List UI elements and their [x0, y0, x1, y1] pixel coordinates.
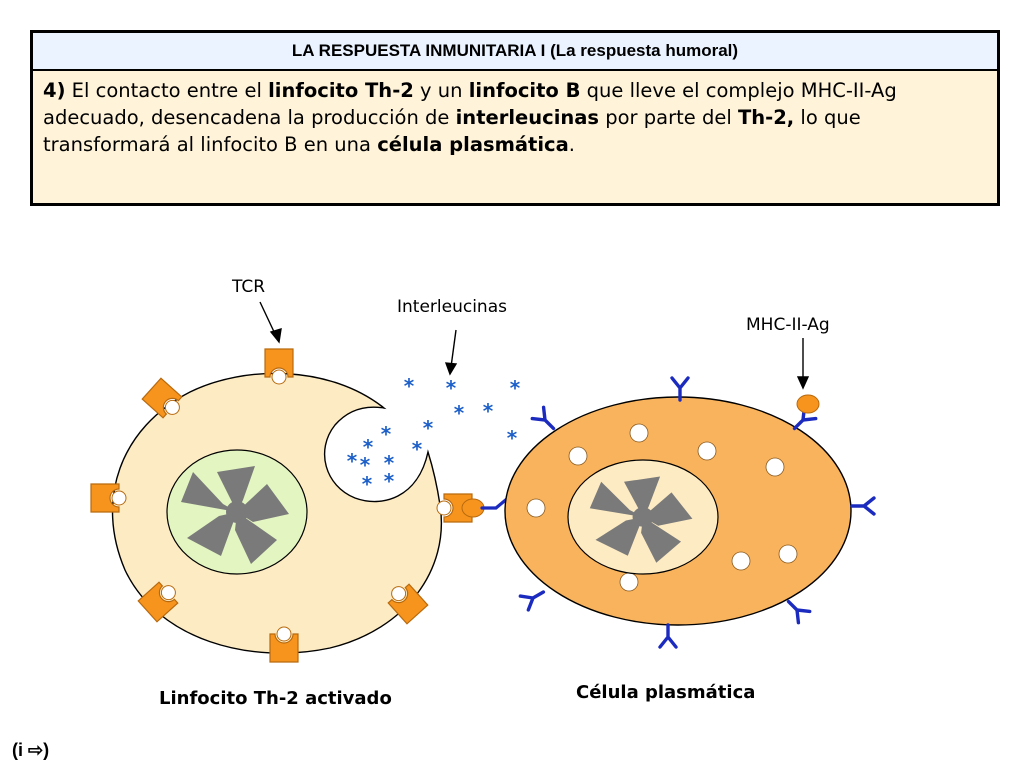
antibody-icon [518, 583, 550, 612]
desc-bold-5: célula plasmática [377, 133, 569, 156]
desc-text-4: por parte del [599, 106, 738, 129]
tcr-arrow-head [269, 328, 282, 344]
interleukin-asterisk-icon: * [510, 376, 521, 400]
interleukin-asterisk-icon: * [423, 416, 434, 440]
step-number: 4) [43, 79, 66, 102]
plasma-nucleus [567, 459, 719, 575]
interleukin-asterisk-icon: * [446, 376, 457, 400]
description-text: 4) El contacto entre el linfocito Th-2 y… [33, 71, 997, 158]
desc-text-6: . [568, 133, 575, 156]
vesicle [697, 441, 717, 461]
th2-nucleus [166, 449, 308, 575]
interleukins-label: Interleucinas [397, 297, 507, 317]
interleukin-asterisk-icon: * [381, 422, 392, 446]
plasma-vesicles [526, 423, 798, 592]
interleukin-asterisk-icon: * [384, 451, 395, 475]
interleukin-asterisk-icon: * [384, 469, 395, 493]
tcr-label: TCR [232, 277, 266, 297]
interleukin-asterisk-icon: * [412, 437, 423, 461]
antibody-icon [850, 496, 876, 516]
interleukin-asterisk-icon: * [362, 472, 373, 496]
interleukin-asterisk-icon: * [363, 435, 374, 459]
desc-text-1: El contacto entre el [65, 79, 269, 102]
pointer-arrows [259, 301, 810, 390]
vesicle [765, 457, 785, 477]
desc-text-3: que lleve el complejo MHC-II-Ag adecuado… [43, 79, 897, 129]
plasma-caption: Célula plasmática [576, 682, 756, 703]
contact-antibody-icon [480, 496, 510, 510]
title-panel: LA RESPUESTA INMUNITARIA I (La respuesta… [30, 30, 1000, 206]
mhc-label: MHC-II-Ag [746, 315, 830, 335]
interleukin-arrow-head [444, 362, 458, 376]
antibody-icon [658, 623, 678, 649]
desc-bold-2: linfocito B [468, 79, 581, 102]
desc-bold-4: Th-2, [737, 106, 795, 129]
interleukins: * * * * * * * * * * * * * * * [347, 374, 521, 496]
interleukin-asterisk-icon: * [347, 449, 358, 473]
vesicle [619, 572, 639, 592]
interleukin-arrow [450, 329, 457, 368]
vesicle [731, 551, 751, 571]
desc-text-2: y un [413, 79, 469, 102]
interleukin-asterisk-icon: * [507, 426, 518, 450]
page-title: LA RESPUESTA INMUNITARIA I (La respuesta… [33, 33, 997, 71]
interleukin-asterisk-icon: * [360, 453, 371, 477]
vesicle [568, 446, 588, 466]
interleukin-asterisk-icon: * [483, 399, 494, 423]
mhc-ii-ag-antigen [796, 394, 820, 414]
desc-bold-1: linfocito Th-2 [268, 79, 414, 102]
mhc-arrow-head [796, 376, 810, 390]
vesicle [629, 423, 649, 443]
desc-bold-3: interleucinas [455, 106, 600, 129]
th2-caption: Linfocito Th-2 activado [159, 688, 392, 709]
interleukin-asterisk-icon: * [404, 374, 415, 398]
th2-lymphocyte [90, 348, 473, 663]
vesicle [526, 498, 546, 518]
desc-text-5: lo que transformará al linfocito B en un… [43, 106, 861, 156]
interleukin-asterisk-icon: * [454, 401, 465, 425]
tcr-arrow [259, 301, 277, 337]
plasma-cell [504, 376, 876, 649]
next-slide-button[interactable]: (i ⇨) [12, 740, 50, 760]
vesicle [778, 544, 798, 564]
